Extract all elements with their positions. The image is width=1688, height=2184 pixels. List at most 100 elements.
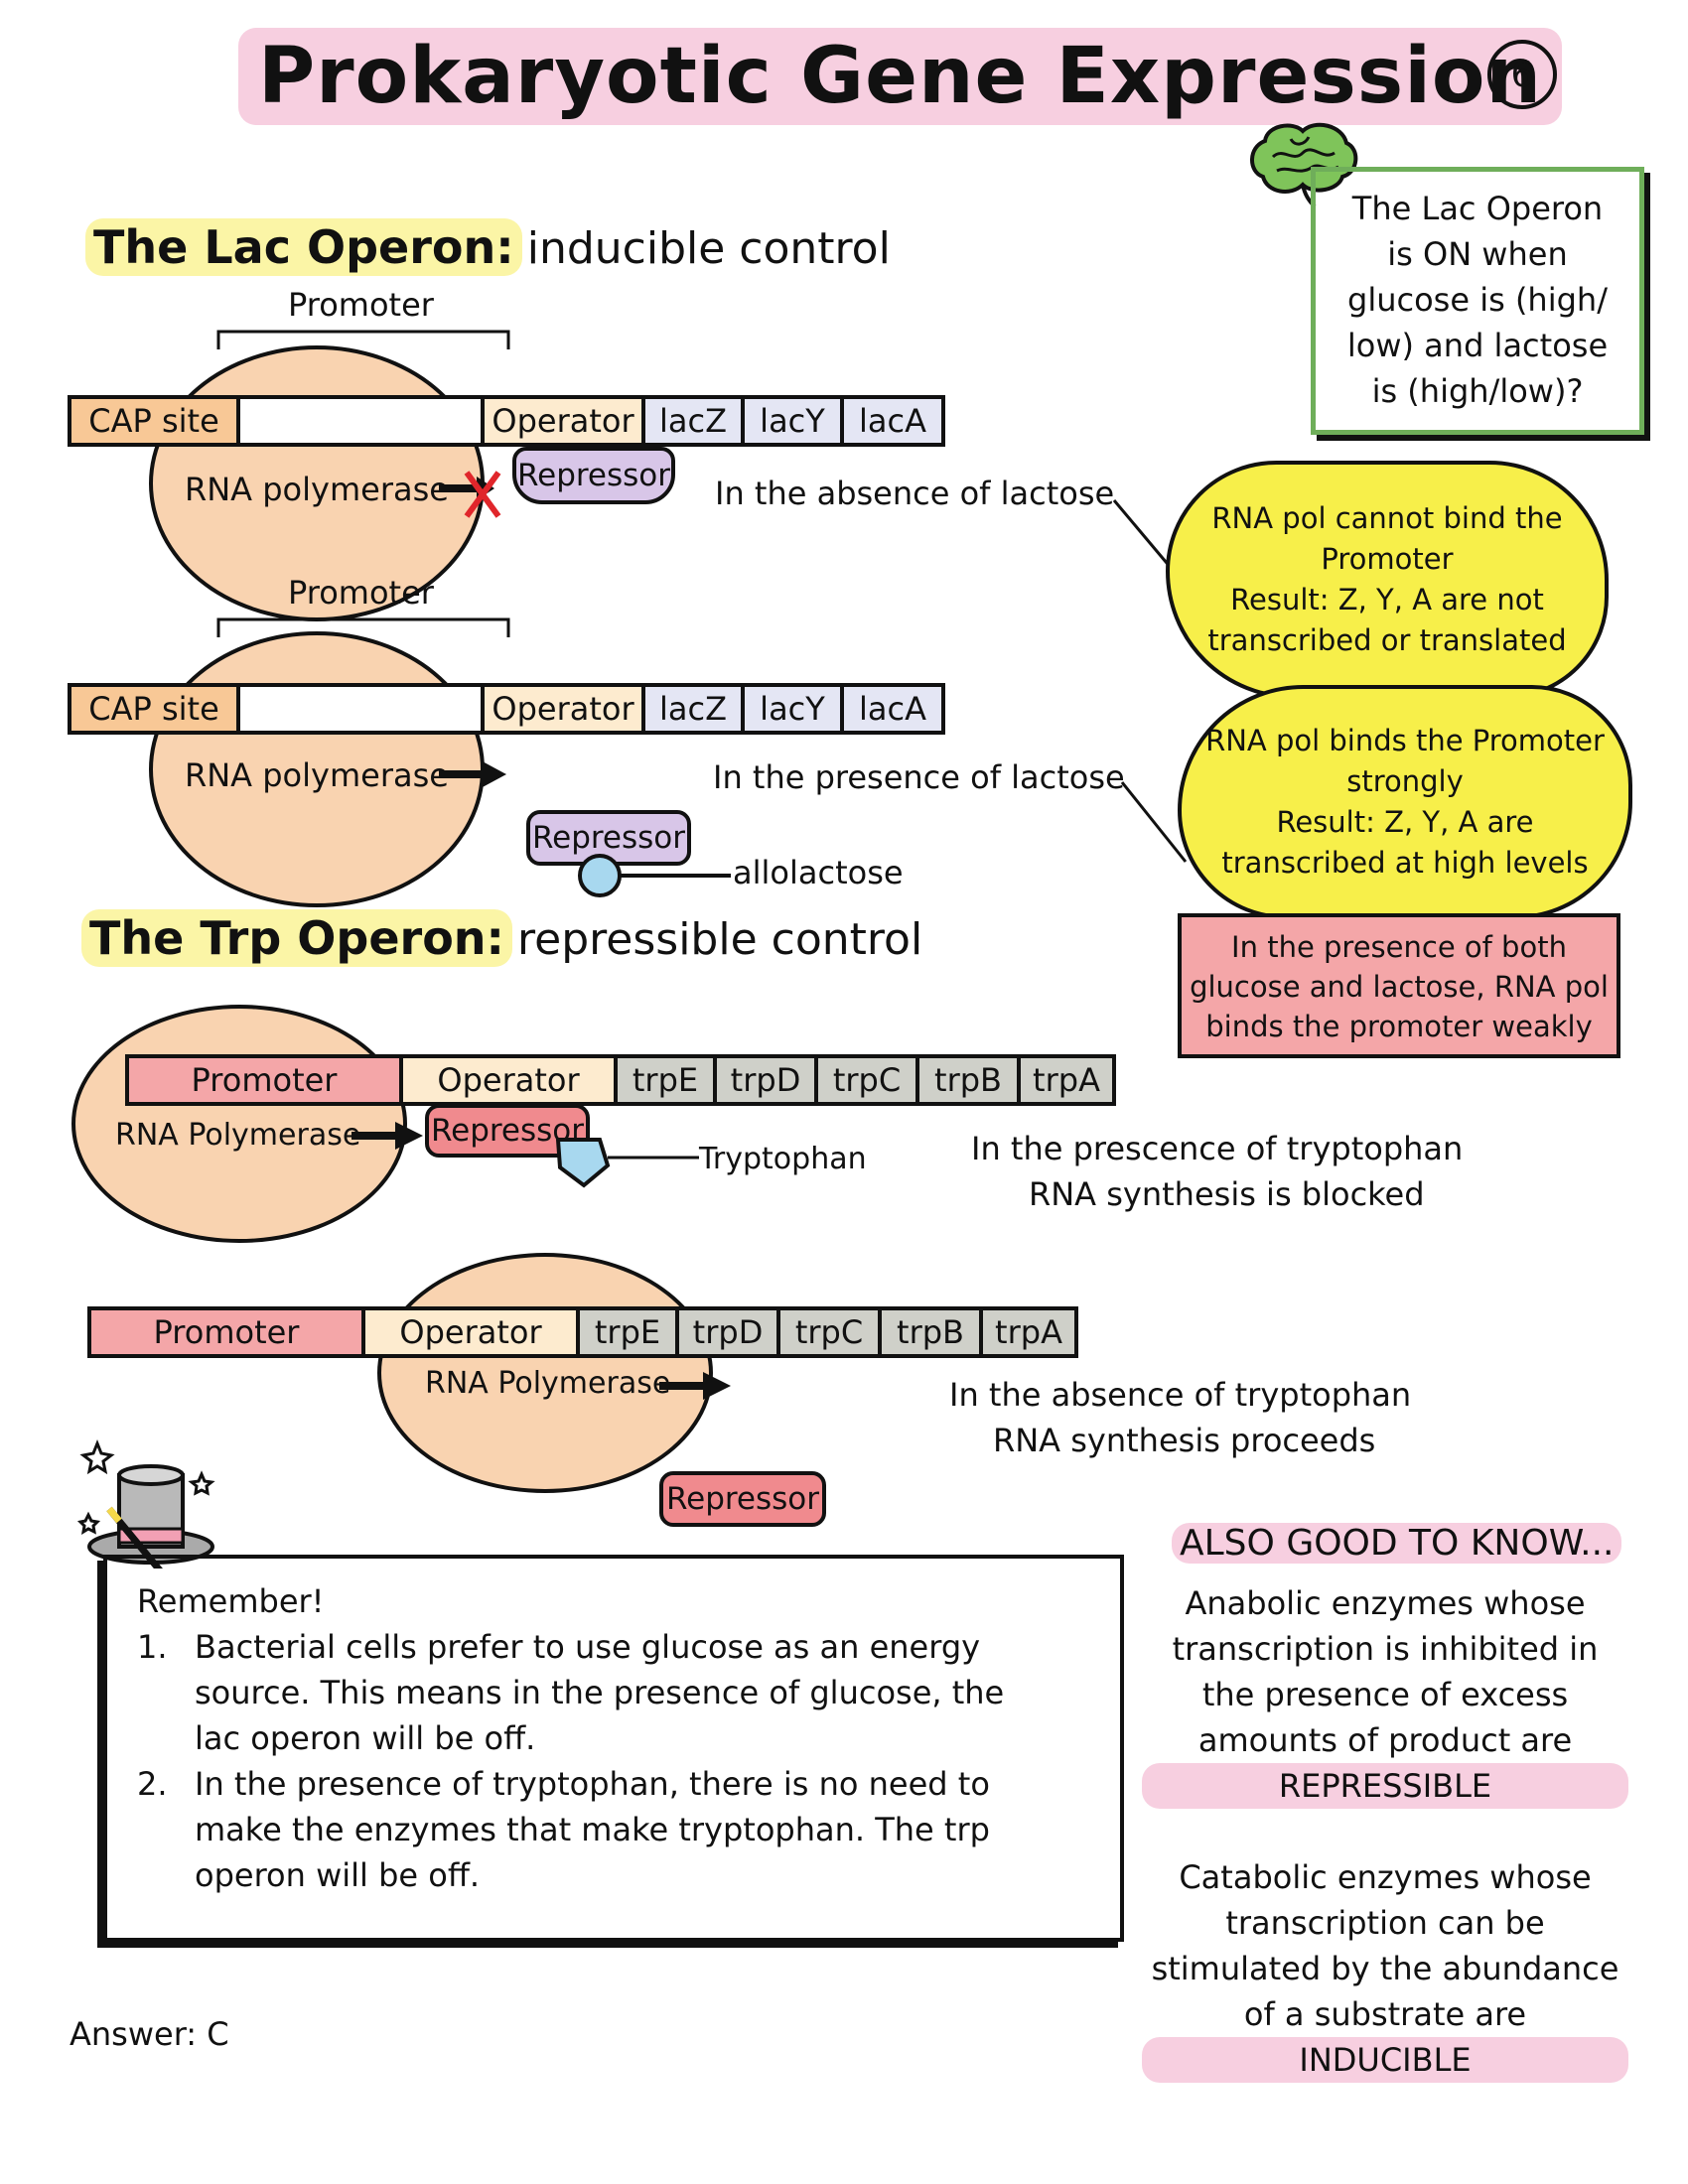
promoter-segment: Promoter: [129, 1058, 403, 1102]
absence-trp-caption-line2: RNA synthesis proceeds: [993, 1422, 1376, 1459]
spacer: [1142, 1809, 1628, 1854]
cap-site-segment: CAP site: [71, 399, 240, 443]
question-line: The Lac Operon: [1351, 190, 1604, 227]
trp-heading-title: The Trp Operon:: [81, 909, 512, 967]
lac-dna-strip: CAP site Operator lacZ lacY lacA: [68, 683, 945, 735]
rna-polymerase-label: RNA Polymerase: [425, 1366, 671, 1401]
allolactose-label: allolactose: [733, 854, 904, 891]
lac-heading-title: The Lac Operon:: [85, 218, 522, 276]
rna-polymerase-blob: [149, 631, 485, 907]
tryptophan-label: Tryptophan: [699, 1142, 867, 1176]
remember-item-number: 1.: [137, 1628, 168, 1666]
tryptophan-molecule: [555, 1138, 699, 1188]
presence-trp-caption-line2: RNA synthesis is blocked: [1029, 1175, 1425, 1213]
also-good-line: transcription is inhibited in: [1172, 1630, 1599, 1668]
presence-trp-caption-line1: In the prescence of tryptophan: [971, 1130, 1464, 1167]
arrow-right-icon: [352, 1122, 423, 1150]
rna-polymerase-blob: [71, 1005, 407, 1243]
also-good-line: transcription can be: [1225, 1904, 1545, 1942]
cloud-line: strongly: [1346, 764, 1464, 798]
pointer-line: [1120, 781, 1188, 863]
cloud-line: Result: Z, Y, A are: [1276, 805, 1534, 839]
lac-dna-strip: CAP site Operator lacZ lacY lacA: [68, 395, 945, 447]
trpd-segment: trpD: [717, 1058, 818, 1102]
trpb-segment: trpB: [882, 1310, 983, 1354]
remember-item-line: operon will be off.: [195, 1856, 481, 1894]
trp-heading-sub: repressible control: [517, 914, 923, 965]
trpe-segment: trpE: [580, 1310, 679, 1354]
cloud-line: Result: Z, Y, A are not: [1230, 583, 1544, 616]
trpa-segment: trpA: [983, 1310, 1074, 1354]
lac-question-box: The Lac Operon is ON when glucose is (hi…: [1311, 167, 1644, 435]
trpa-segment: trpA: [1021, 1058, 1112, 1102]
repressor-free: Repressor: [526, 810, 691, 866]
absence-trp-caption-line1: In the absence of tryptophan: [949, 1376, 1412, 1414]
trp-dna-strip: Promoter Operator trpE trpD trpC trpB tr…: [125, 1054, 1116, 1106]
also-good-line: Anabolic enzymes whose: [1185, 1584, 1586, 1622]
arrow-right-icon: [439, 760, 506, 788]
question-line: glucose is (high/: [1347, 281, 1608, 319]
remember-box: Remember! 1. Bacterial cells prefer to u…: [103, 1555, 1124, 1942]
magic-hat-icon: [76, 1438, 215, 1569]
also-good-line: amounts of product are: [1197, 1721, 1573, 1759]
operator-segment: Operator: [485, 687, 645, 731]
glucose-lactose-note: In the presence of both glucose and lact…: [1178, 913, 1620, 1058]
also-good-line: of a substrate are: [1243, 1995, 1527, 2033]
lacy-segment: lacY: [745, 399, 844, 443]
rna-polymerase-label: RNA polymerase: [185, 756, 449, 794]
blocked-arrow-icon: [439, 471, 501, 518]
lac-heading: The Lac Operon: inducible control: [85, 218, 891, 276]
laca-segment: lacA: [844, 399, 941, 443]
lacy-segment: lacY: [745, 687, 844, 731]
also-good-heading: ALSO GOOD TO KNOW...: [1172, 1523, 1622, 1564]
absence-lactose-caption: In the absence of lactose: [715, 475, 1115, 512]
inducible-term: INDUCIBLE: [1142, 2037, 1628, 2083]
remember-item-line: make the enzymes that make tryptophan. T…: [195, 1811, 990, 1848]
cap-site-segment: CAP site: [71, 687, 240, 731]
trpb-segment: trpB: [919, 1058, 1021, 1102]
result-cloud-presence: RNA pol binds the Promoter strongly Resu…: [1178, 685, 1632, 919]
cloud-line: RNA pol cannot bind the: [1211, 501, 1563, 535]
repressor-bound: Repressor: [512, 447, 675, 504]
brain-icon: [1250, 122, 1358, 208]
remember-heading: Remember!: [137, 1582, 325, 1620]
remember-item-line: In the presence of tryptophan, there is …: [195, 1765, 990, 1803]
promoter-label: Promoter: [288, 286, 434, 324]
promoter-segment: Promoter: [91, 1310, 365, 1354]
cloud-line: RNA pol binds the Promoter: [1205, 724, 1605, 757]
also-good-line: stimulated by the abundance: [1151, 1950, 1619, 1987]
repressible-term-text: REPRESSIBLE: [1142, 1763, 1628, 1809]
lacz-segment: lacZ: [645, 399, 745, 443]
operator-segment: Operator: [403, 1058, 618, 1102]
note-line: In the presence of both: [1231, 930, 1567, 964]
question-line: low) and lactose: [1346, 327, 1609, 364]
cloud-line: transcribed or translated: [1207, 623, 1567, 657]
also-good-text: Anabolic enzymes whose transcription is …: [1142, 1580, 1628, 2083]
repressible-term: REPRESSIBLE: [1142, 1763, 1628, 1809]
trpc-segment: trpC: [780, 1310, 882, 1354]
trp-dna-strip: Promoter Operator trpE trpD trpC trpB tr…: [87, 1306, 1078, 1358]
also-good-line: the presence of excess: [1201, 1676, 1569, 1713]
promoter-label: Promoter: [288, 574, 434, 612]
repressor-label: Repressor: [531, 820, 686, 856]
page-title: Prokaryotic Gene Expression: [238, 28, 1563, 125]
cloud-line: transcribed at high levels: [1221, 846, 1589, 880]
laca-segment: lacA: [844, 687, 941, 731]
arrow-right-icon: [659, 1372, 731, 1400]
lac-heading-sub: inducible control: [526, 223, 891, 274]
promoter-bracket: [216, 617, 510, 637]
also-good-line: Catabolic enzymes whose: [1179, 1858, 1592, 1896]
note-line: glucose and lactose, RNA pol: [1190, 970, 1609, 1004]
trpd-segment: trpD: [679, 1310, 780, 1354]
page-number-badge: 6: [1487, 40, 1557, 109]
inducible-term-text: INDUCIBLE: [1142, 2037, 1628, 2083]
result-cloud-absence: RNA pol cannot bind the Promoter Result:…: [1166, 461, 1609, 699]
remember-item-number: 2.: [137, 1765, 168, 1803]
note-line: binds the promoter weakly: [1205, 1010, 1593, 1043]
rna-polymerase-label: RNA Polymerase: [115, 1118, 361, 1153]
promoter-bracket: [216, 330, 510, 349]
rna-polymerase-blob: [377, 1253, 713, 1493]
remember-item-line: lac operon will be off.: [195, 1719, 536, 1757]
promoter-segment: [240, 399, 485, 443]
lacz-segment: lacZ: [645, 687, 745, 731]
